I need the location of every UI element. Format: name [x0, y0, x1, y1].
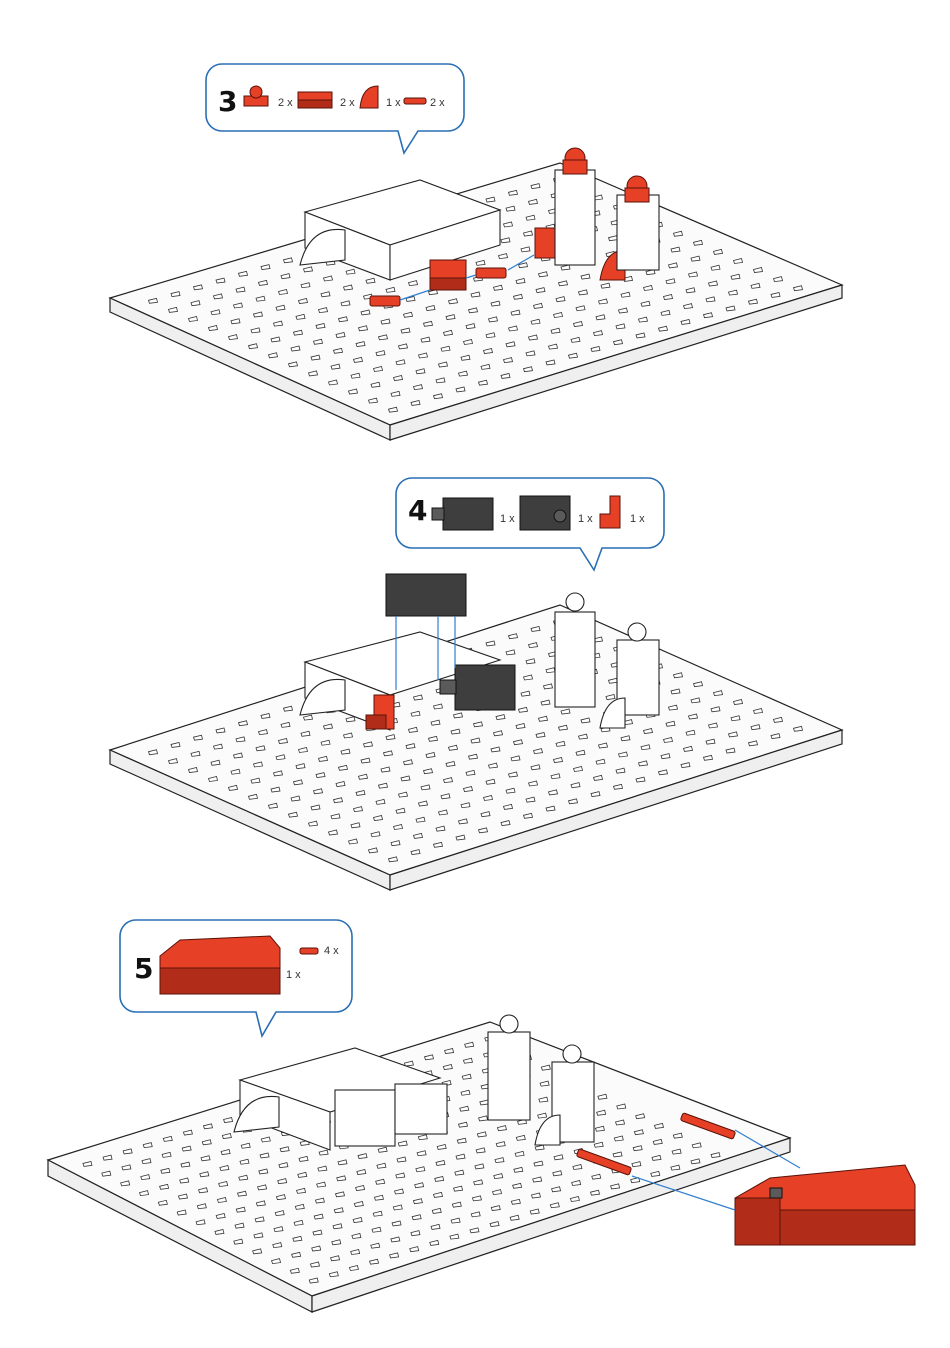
battery-box — [735, 1165, 915, 1245]
part-qty: 2 x — [430, 97, 445, 109]
part-qty: 1 x — [500, 513, 515, 525]
red-connector-pin-icon — [404, 98, 426, 104]
step-5-callout: 5 1 x 4 x — [120, 920, 352, 1036]
red-connector-pin-icon — [300, 948, 318, 954]
step-4-callout: 4 1 x 1 x 1 x — [396, 478, 664, 570]
base-plate-step-5 — [48, 1022, 790, 1312]
part-qty: 1 x — [630, 513, 645, 525]
part-qty: 4 x — [324, 945, 339, 957]
grey-gearbox-icon — [520, 496, 570, 530]
part-qty: 2 x — [278, 97, 293, 109]
part-qty: 1 x — [578, 513, 593, 525]
step-number: 4 — [408, 494, 427, 527]
step-number: 3 — [218, 85, 237, 118]
part-qty: 2 x — [340, 97, 355, 109]
step-3: 3 2 x 2 x 1 x 2 x — [110, 64, 842, 440]
base-plate-step-4 — [110, 605, 842, 890]
step-number: 5 — [134, 952, 153, 985]
part-qty: 1 x — [286, 969, 301, 981]
step-3-callout: 3 2 x 2 x 1 x 2 x — [206, 64, 464, 153]
red-battery-box-icon — [160, 936, 280, 994]
step-5: 5 1 x 4 x — [48, 920, 915, 1312]
step-4: 4 1 x 1 x 1 x — [110, 478, 842, 890]
part-qty: 1 x — [386, 97, 401, 109]
red-double-block-icon — [298, 92, 332, 108]
